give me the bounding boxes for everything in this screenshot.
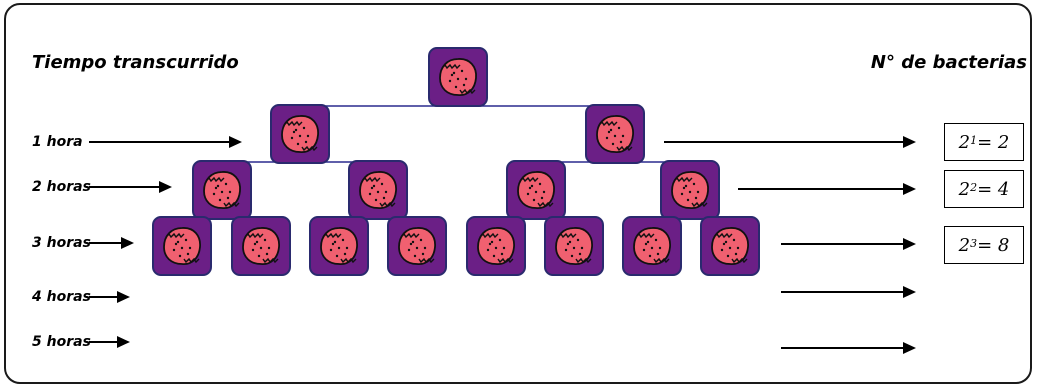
bacterium-node xyxy=(544,216,604,276)
bacterium-node xyxy=(387,216,447,276)
left-arrow-5 xyxy=(89,336,130,348)
row-label-5: 5 horas xyxy=(32,334,91,350)
bacterium-icon xyxy=(359,171,397,209)
row-label-4: 4 horas xyxy=(32,289,91,305)
result-value: = 8 xyxy=(977,234,1010,256)
row-label-3: 3 horas xyxy=(32,235,91,251)
bacterium-icon xyxy=(320,227,358,265)
bacterium-node xyxy=(585,104,645,164)
bacteria-count-heading: N° de bacterias xyxy=(870,52,1027,73)
row-label-1: 1 hora xyxy=(32,134,83,150)
row-label-2: 2 horas xyxy=(32,179,91,195)
bacterium-icon xyxy=(163,227,201,265)
left-arrow-3 xyxy=(89,237,134,249)
bacterium-node xyxy=(152,216,212,276)
right-arrow-2 xyxy=(738,183,916,195)
result-base: 2 xyxy=(958,178,971,200)
bacterium-node xyxy=(270,104,330,164)
result-base: 2 xyxy=(958,234,971,256)
bacterium-icon xyxy=(671,171,709,209)
bacterium-icon xyxy=(633,227,671,265)
bacterium-icon xyxy=(439,58,477,96)
bacterium-icon xyxy=(555,227,593,265)
bacterium-icon xyxy=(203,171,241,209)
bacterium-node xyxy=(660,160,720,220)
result-exponent: 3 xyxy=(970,236,978,250)
right-arrow-4 xyxy=(781,286,916,298)
bacterium-icon xyxy=(477,227,515,265)
bacterium-node xyxy=(231,216,291,276)
bacterium-node xyxy=(428,47,488,107)
right-arrow-1 xyxy=(664,136,916,148)
bacterium-node xyxy=(309,216,369,276)
bacterium-icon xyxy=(596,115,634,153)
result-base: 2 xyxy=(958,131,971,153)
bacterium-node xyxy=(506,160,566,220)
result-value: = 2 xyxy=(977,131,1010,153)
bacterium-node xyxy=(192,160,252,220)
bacterium-icon xyxy=(398,227,436,265)
left-arrow-1 xyxy=(89,136,242,148)
elapsed-time-heading: Tiempo transcurrido xyxy=(32,52,239,73)
right-arrow-3 xyxy=(781,238,916,250)
bacterium-node xyxy=(622,216,682,276)
bacterium-icon xyxy=(242,227,280,265)
bacterium-node xyxy=(348,160,408,220)
bacterium-icon xyxy=(281,115,319,153)
result-exponent: 2 xyxy=(970,180,978,194)
diagram-frame xyxy=(4,3,1032,384)
bacterium-node xyxy=(700,216,760,276)
left-arrow-2 xyxy=(89,181,172,193)
left-arrow-4 xyxy=(89,291,130,303)
bacterium-node xyxy=(466,216,526,276)
result-exponent: 1 xyxy=(970,133,978,147)
bacterium-icon xyxy=(517,171,555,209)
right-arrow-5 xyxy=(781,342,916,354)
result-value: = 4 xyxy=(977,178,1010,200)
bacterium-icon xyxy=(711,227,749,265)
